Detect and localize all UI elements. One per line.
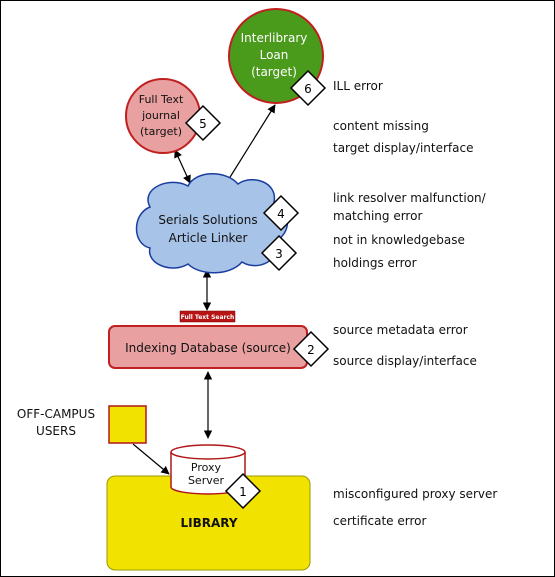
offcampus-label-line1: OFF-CAMPUS	[17, 407, 95, 421]
note-source-display: source display/interface	[333, 354, 477, 368]
serials-solutions-cloud: Serials Solutions Article Linker	[135, 173, 289, 274]
svg-text:4: 4	[277, 207, 285, 221]
fulltext-label-line1: Full Text	[139, 93, 184, 106]
offcampus-label-line2: USERS	[36, 424, 76, 438]
marker-6: 6	[289, 69, 327, 107]
marker-5: 5	[184, 104, 222, 142]
arrow-offcampus-proxy	[132, 443, 170, 475]
fulltext-label-line2: journal	[141, 109, 180, 122]
serials-label-line1: Serials Solutions	[158, 213, 257, 227]
arrow-ill-serials	[221, 104, 276, 191]
note-target-display: target display/interface	[333, 141, 474, 155]
indexing-database-label: Indexing Database (source)	[125, 341, 291, 355]
marker-2: 2	[292, 330, 330, 368]
svg-text:2: 2	[307, 343, 315, 357]
note-holdings-error: holdings error	[333, 256, 417, 270]
fulltext-search-button	[179, 310, 236, 323]
svg-text:6: 6	[304, 82, 312, 96]
note-certificate-error: certificate error	[333, 514, 427, 528]
note-source-metadata: source metadata error	[333, 323, 468, 337]
note-matching-error: matching error	[333, 209, 423, 223]
marker-4: 4	[262, 194, 300, 232]
marker-1: 1	[224, 472, 262, 510]
svg-text:5: 5	[199, 117, 207, 131]
ill-label-line2: Loan	[260, 48, 289, 62]
ill-label-line3: (target)	[251, 65, 297, 79]
ill-label-line1: Interlibrary	[241, 31, 308, 45]
svg-text:1: 1	[239, 485, 247, 499]
library-label: LIBRARY	[180, 516, 237, 530]
note-content-missing: content missing	[333, 119, 429, 133]
note-not-in-kb: not in knowledgebase	[333, 233, 465, 247]
note-link-resolver: link resolver malfunction/	[333, 191, 486, 205]
offcampus-users-box	[108, 405, 147, 444]
marker-3: 3	[260, 234, 298, 272]
arrow-fulltext-serials	[174, 149, 191, 184]
fulltext-label-line3: (target)	[140, 125, 182, 138]
note-ill-error: ILL error	[333, 79, 383, 93]
svg-text:3: 3	[275, 247, 283, 261]
proxy-label-line1: Proxy	[191, 461, 222, 474]
fulltext-search-label: Full Text Search	[181, 314, 235, 321]
serials-label-line2: Article Linker	[169, 231, 248, 245]
note-misconfigured-proxy: misconfigured proxy server	[333, 487, 498, 501]
proxy-label-line2: Server	[188, 474, 225, 487]
